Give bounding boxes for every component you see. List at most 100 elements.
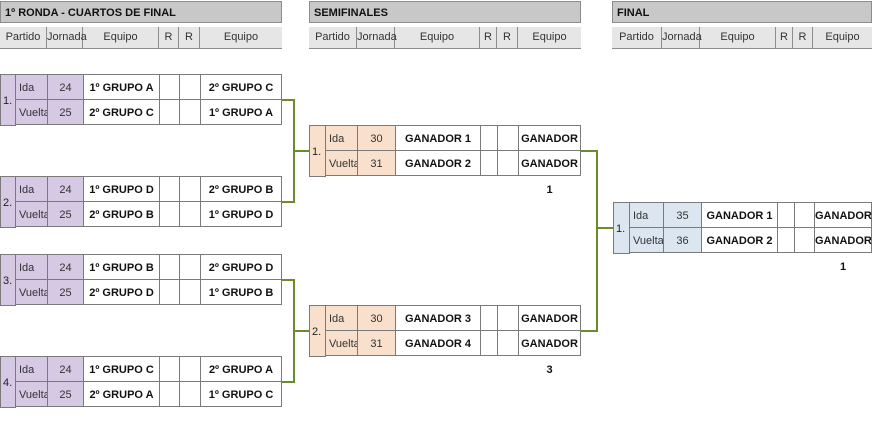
- score-away[interactable]: [179, 99, 201, 125]
- score-away[interactable]: [497, 305, 519, 331]
- col-r-home: R: [159, 27, 179, 48]
- col-partido: Partido: [309, 27, 357, 48]
- away-team: 2º GRUPO B: [200, 176, 282, 202]
- col-equipo-away: Equipo: [223, 31, 259, 43]
- score-home[interactable]: [159, 201, 180, 227]
- away-team: GANADOR 1: [518, 150, 581, 196]
- score-home[interactable]: [480, 125, 498, 151]
- leg-label: Vuelta: [325, 150, 360, 176]
- home-team: GANADOR 4: [395, 330, 481, 356]
- score-home[interactable]: [159, 381, 180, 407]
- score-home[interactable]: [159, 99, 180, 125]
- col-equipo-away: Equipo: [825, 31, 860, 43]
- jornada-value: 30: [357, 125, 396, 151]
- leg-label: Vuelta: [15, 381, 50, 407]
- score-home[interactable]: [159, 176, 180, 202]
- leg-label: Ida: [325, 125, 358, 151]
- quarter-match-3: 3. Ida 24 1º GRUPO B 2º GRUPO D Vuelta 2…: [0, 254, 282, 306]
- away-team: GANADOR 2: [814, 202, 872, 248]
- leg-label: Vuelta: [325, 330, 360, 356]
- score-away[interactable]: [179, 254, 201, 280]
- away-team: 2º GRUPO A: [200, 356, 282, 382]
- match-number: 4.: [0, 356, 16, 408]
- score-away[interactable]: [497, 150, 519, 176]
- jornada-value: 24: [47, 74, 84, 100]
- jornada-value: 25: [47, 99, 84, 125]
- score-away[interactable]: [179, 74, 201, 100]
- score-away[interactable]: [497, 330, 519, 356]
- score-away[interactable]: [794, 227, 815, 253]
- quarter-match-2: 2. Ida 24 1º GRUPO D 2º GRUPO B Vuelta 2…: [0, 176, 282, 228]
- jornada-value: 35: [663, 202, 702, 228]
- col-equipo-home: Equipo: [83, 27, 159, 48]
- home-team: 2º GRUPO D: [83, 279, 160, 305]
- col-r-home: R: [480, 27, 497, 48]
- jornada-value: 31: [357, 150, 396, 176]
- away-team: GANADOR 2: [518, 125, 581, 171]
- col-jornada: Jornada: [357, 27, 397, 48]
- col-r-away: R: [793, 27, 813, 48]
- score-away[interactable]: [794, 202, 815, 228]
- column-header-final: Partido Jornada Equipo R R Equipo: [612, 27, 872, 49]
- score-home[interactable]: [159, 356, 180, 382]
- col-jornada: Jornada: [47, 27, 87, 48]
- away-team: GANADOR 4: [518, 305, 581, 351]
- quarter-match-4: 4. Ida 24 1º GRUPO C 2º GRUPO A Vuelta 2…: [0, 356, 282, 408]
- jornada-value: 31: [357, 330, 396, 356]
- score-home[interactable]: [159, 279, 180, 305]
- home-team: 1º GRUPO D: [83, 176, 160, 202]
- leg-label: Ida: [15, 176, 48, 202]
- leg-label: Ida: [15, 254, 48, 280]
- home-team: 2º GRUPO A: [83, 381, 160, 407]
- jornada-value: 24: [47, 254, 84, 280]
- col-equipo-home: Equipo: [700, 27, 776, 48]
- col-equipo-away: Equipo: [532, 31, 567, 43]
- column-header-quarter: Partido Jornada Equipo R R Equipo: [0, 27, 282, 49]
- col-r-away: R: [497, 27, 518, 48]
- jornada-value: 25: [47, 201, 84, 227]
- semi-match-1: 1. Ida 30 GANADOR 1 GANADOR 2 Vuelta 31 …: [309, 125, 581, 196]
- away-team: GANADOR 1: [814, 227, 872, 273]
- home-team: GANADOR 1: [701, 202, 778, 228]
- leg-label: Vuelta: [15, 201, 50, 227]
- quarter-match-1: 1. Ida 24 1º GRUPO A 2º GRUPO C Vuelta 2…: [0, 74, 282, 126]
- score-away[interactable]: [179, 381, 201, 407]
- leg-label: Vuelta: [15, 99, 50, 125]
- jornada-value: 24: [47, 356, 84, 382]
- away-team: 1º GRUPO B: [200, 279, 282, 305]
- final-match-1: 1. Ida 35 GANADOR 1 GANADOR 2 Vuelta 36 …: [613, 202, 872, 273]
- match-number: 1.: [613, 202, 630, 254]
- score-away[interactable]: [179, 176, 201, 202]
- leg-label: Vuelta: [629, 227, 664, 253]
- semi-match-2: 2. Ida 30 GANADOR 3 GANADOR 4 Vuelta 31 …: [309, 305, 581, 376]
- score-away[interactable]: [179, 279, 201, 305]
- score-home[interactable]: [480, 150, 498, 176]
- home-team: 2º GRUPO B: [83, 201, 160, 227]
- leg-label: Ida: [15, 356, 48, 382]
- score-home[interactable]: [777, 202, 795, 228]
- home-team: 1º GRUPO C: [83, 356, 160, 382]
- home-team: GANADOR 2: [395, 150, 481, 176]
- away-team: 2º GRUPO D: [200, 254, 282, 280]
- score-home[interactable]: [777, 227, 795, 253]
- home-team: 2º GRUPO C: [83, 99, 160, 125]
- score-away[interactable]: [179, 356, 201, 382]
- score-away[interactable]: [497, 125, 519, 151]
- jornada-value: 25: [47, 279, 84, 305]
- home-team: GANADOR 2: [701, 227, 778, 253]
- away-team: 1º GRUPO A: [200, 99, 282, 125]
- score-home[interactable]: [159, 74, 180, 100]
- score-home[interactable]: [480, 330, 498, 356]
- home-team: GANADOR 1: [395, 125, 481, 151]
- jornada-value: 25: [47, 381, 84, 407]
- home-team: 1º GRUPO A: [83, 74, 160, 100]
- score-away[interactable]: [179, 201, 201, 227]
- match-number: 2.: [309, 305, 326, 357]
- match-number: 3.: [0, 254, 16, 306]
- jornada-value: 30: [357, 305, 396, 331]
- score-home[interactable]: [480, 305, 498, 331]
- away-team: 1º GRUPO C: [200, 381, 282, 407]
- match-number: 1.: [309, 125, 326, 177]
- score-home[interactable]: [159, 254, 180, 280]
- match-number: 2.: [0, 176, 16, 228]
